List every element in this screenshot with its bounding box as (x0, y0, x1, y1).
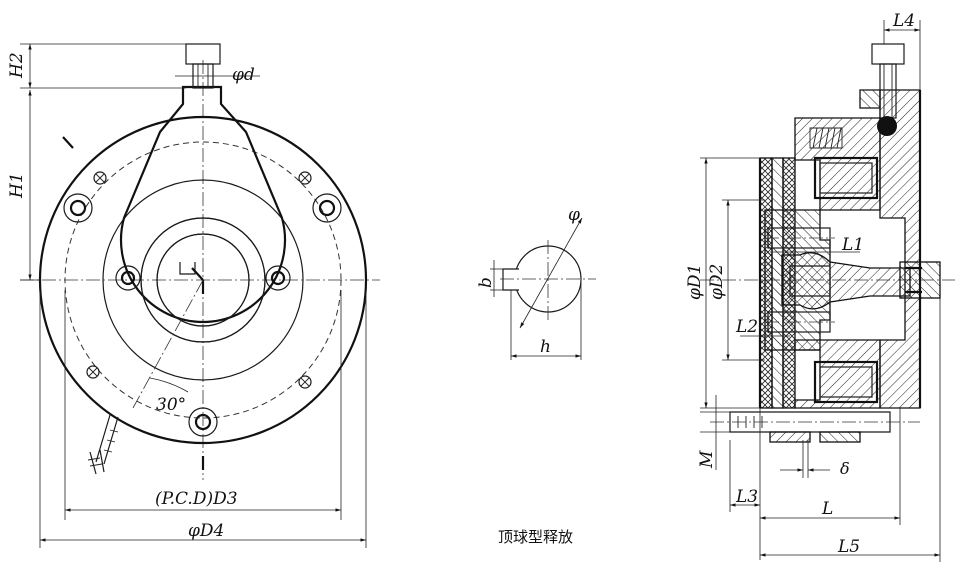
key-detail: φ b h (476, 205, 596, 360)
label-l5: L5 (837, 537, 860, 557)
bore-circle (156, 233, 250, 327)
section-knob-head (871, 43, 905, 65)
angle-line (132, 279, 204, 409)
label-l4: L4 (892, 11, 915, 31)
keyway (179, 262, 196, 275)
angle-arc (149, 377, 189, 393)
dim-delta (780, 440, 830, 478)
inner-ring (102, 179, 304, 381)
dim-l5 (760, 298, 941, 562)
coil-lower (813, 360, 879, 404)
label-l3: L3 (735, 487, 758, 507)
release-ball (877, 116, 897, 136)
dim-d4 (39, 290, 367, 548)
screw-1 (93, 171, 107, 185)
top-cap (859, 89, 881, 109)
label-l: L (821, 499, 833, 519)
section-view: L4 φD1 φD2 L1 L2 M δ L3 L L5 (685, 11, 955, 562)
dim-m (700, 395, 730, 470)
key-mark (191, 267, 204, 281)
housing-right (879, 89, 921, 409)
bolt-upper-left (63, 193, 93, 223)
spring-upper (809, 127, 843, 149)
label-l1: L1 (841, 235, 864, 255)
label-phi: φ (568, 205, 580, 225)
pcd-circle (64, 141, 342, 419)
hub-ring-overlay (140, 217, 266, 343)
coil-upper (813, 156, 879, 200)
front-view: H2 H1 φd 30° (P.C.D)D3 φD4 (7, 43, 380, 548)
screw-2 (298, 171, 312, 185)
bottom-bolt (729, 411, 891, 433)
dim-h1 (20, 90, 40, 281)
dim-h2 (20, 43, 186, 89)
label-l2: L2 (735, 317, 758, 337)
dim-d2 (722, 199, 765, 361)
cable (87, 414, 119, 475)
screw-4 (298, 375, 312, 389)
label-angle: 30° (156, 395, 186, 415)
label-h: h (540, 337, 551, 357)
label-h1: H1 (7, 172, 27, 199)
coil-housing-upper (794, 117, 881, 211)
bolt-bottom (188, 407, 218, 437)
dim-d3 (64, 290, 342, 520)
dim-phi (519, 217, 583, 329)
label-m: M (697, 450, 717, 469)
bolt-right (265, 265, 291, 291)
release-bolt (781, 252, 911, 310)
label-d2: φD2 (707, 264, 727, 300)
label-d1: φD1 (685, 264, 705, 300)
label-d: φd (232, 65, 255, 85)
bottom-spacer (769, 431, 811, 443)
bolt-left (115, 265, 141, 291)
dim-d1 (700, 157, 760, 409)
dim-l (760, 408, 901, 525)
label-h2: H2 (7, 52, 27, 79)
dim-l3 (729, 408, 761, 560)
bolt-upper-right (312, 193, 342, 223)
index-mark-top (62, 136, 74, 149)
screw-3 (86, 365, 100, 379)
dim-l4 (883, 20, 921, 90)
drawing-caption: 顶球型释放 (498, 528, 573, 546)
label-d4: φD4 (188, 521, 224, 541)
label-pcd: (P.C.D)D3 (155, 489, 238, 509)
release-arm (119, 85, 287, 323)
label-delta: δ (840, 459, 850, 478)
label-b: b (476, 277, 496, 288)
